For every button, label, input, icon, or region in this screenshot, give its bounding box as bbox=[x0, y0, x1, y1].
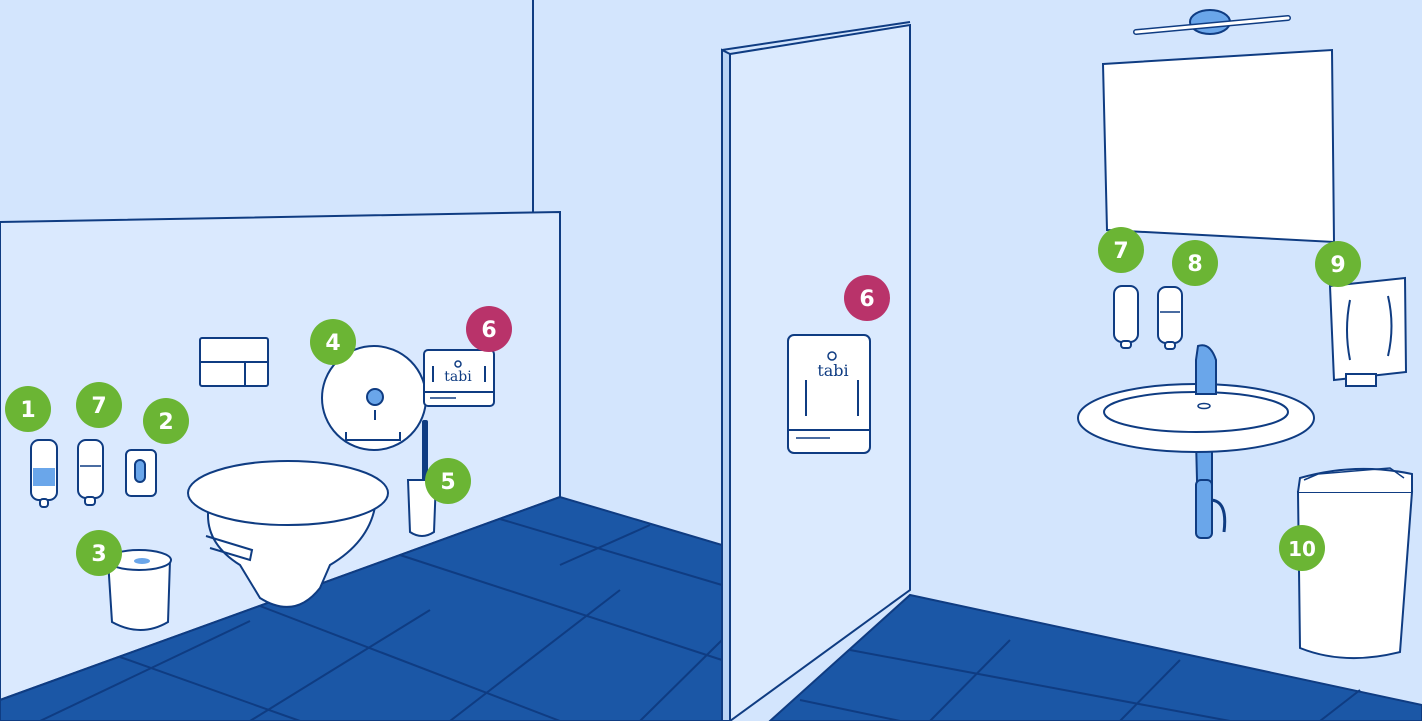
flush-plate bbox=[200, 338, 268, 386]
svg-text:5: 5 bbox=[440, 470, 455, 495]
badge-4: 4 bbox=[310, 319, 356, 365]
air-freshener-icon bbox=[126, 450, 156, 496]
svg-text:6: 6 bbox=[859, 287, 874, 312]
badge-6-left: 6 bbox=[466, 306, 512, 352]
svg-text:7: 7 bbox=[1113, 239, 1128, 264]
badge-3: 3 bbox=[76, 530, 122, 576]
tabi-logo-small: tabi bbox=[444, 369, 472, 385]
badge-5: 5 bbox=[425, 458, 471, 504]
svg-text:1: 1 bbox=[20, 398, 35, 423]
tabi-dispenser-large: tabi bbox=[788, 335, 870, 453]
badge-6-door: 6 bbox=[844, 275, 890, 321]
mirror bbox=[1103, 50, 1334, 242]
tabi-logo-large: tabi bbox=[817, 361, 848, 380]
svg-text:10: 10 bbox=[1288, 537, 1316, 561]
svg-text:4: 4 bbox=[325, 331, 340, 356]
badge-2: 2 bbox=[143, 398, 189, 444]
foam-dispenser-icon bbox=[1158, 287, 1182, 349]
sanitizer-dispenser-icon bbox=[78, 440, 103, 505]
svg-text:8: 8 bbox=[1187, 252, 1202, 277]
svg-text:2: 2 bbox=[158, 410, 173, 435]
badge-10: 10 bbox=[1279, 525, 1325, 571]
badge-9: 9 bbox=[1315, 241, 1361, 287]
soap-dispenser-right-icon bbox=[1114, 286, 1138, 348]
paper-towel-dispenser-icon bbox=[1330, 278, 1406, 386]
svg-text:3: 3 bbox=[91, 542, 106, 567]
svg-text:7: 7 bbox=[91, 394, 106, 419]
badge-8: 8 bbox=[1172, 240, 1218, 286]
svg-text:6: 6 bbox=[481, 318, 496, 343]
svg-text:9: 9 bbox=[1330, 253, 1345, 278]
badge-7-right: 7 bbox=[1098, 227, 1144, 273]
badge-7-left: 7 bbox=[76, 382, 122, 428]
soap-dispenser-icon bbox=[31, 440, 57, 507]
badge-1: 1 bbox=[5, 386, 51, 432]
tabi-dispenser-small: tabi bbox=[424, 350, 494, 406]
